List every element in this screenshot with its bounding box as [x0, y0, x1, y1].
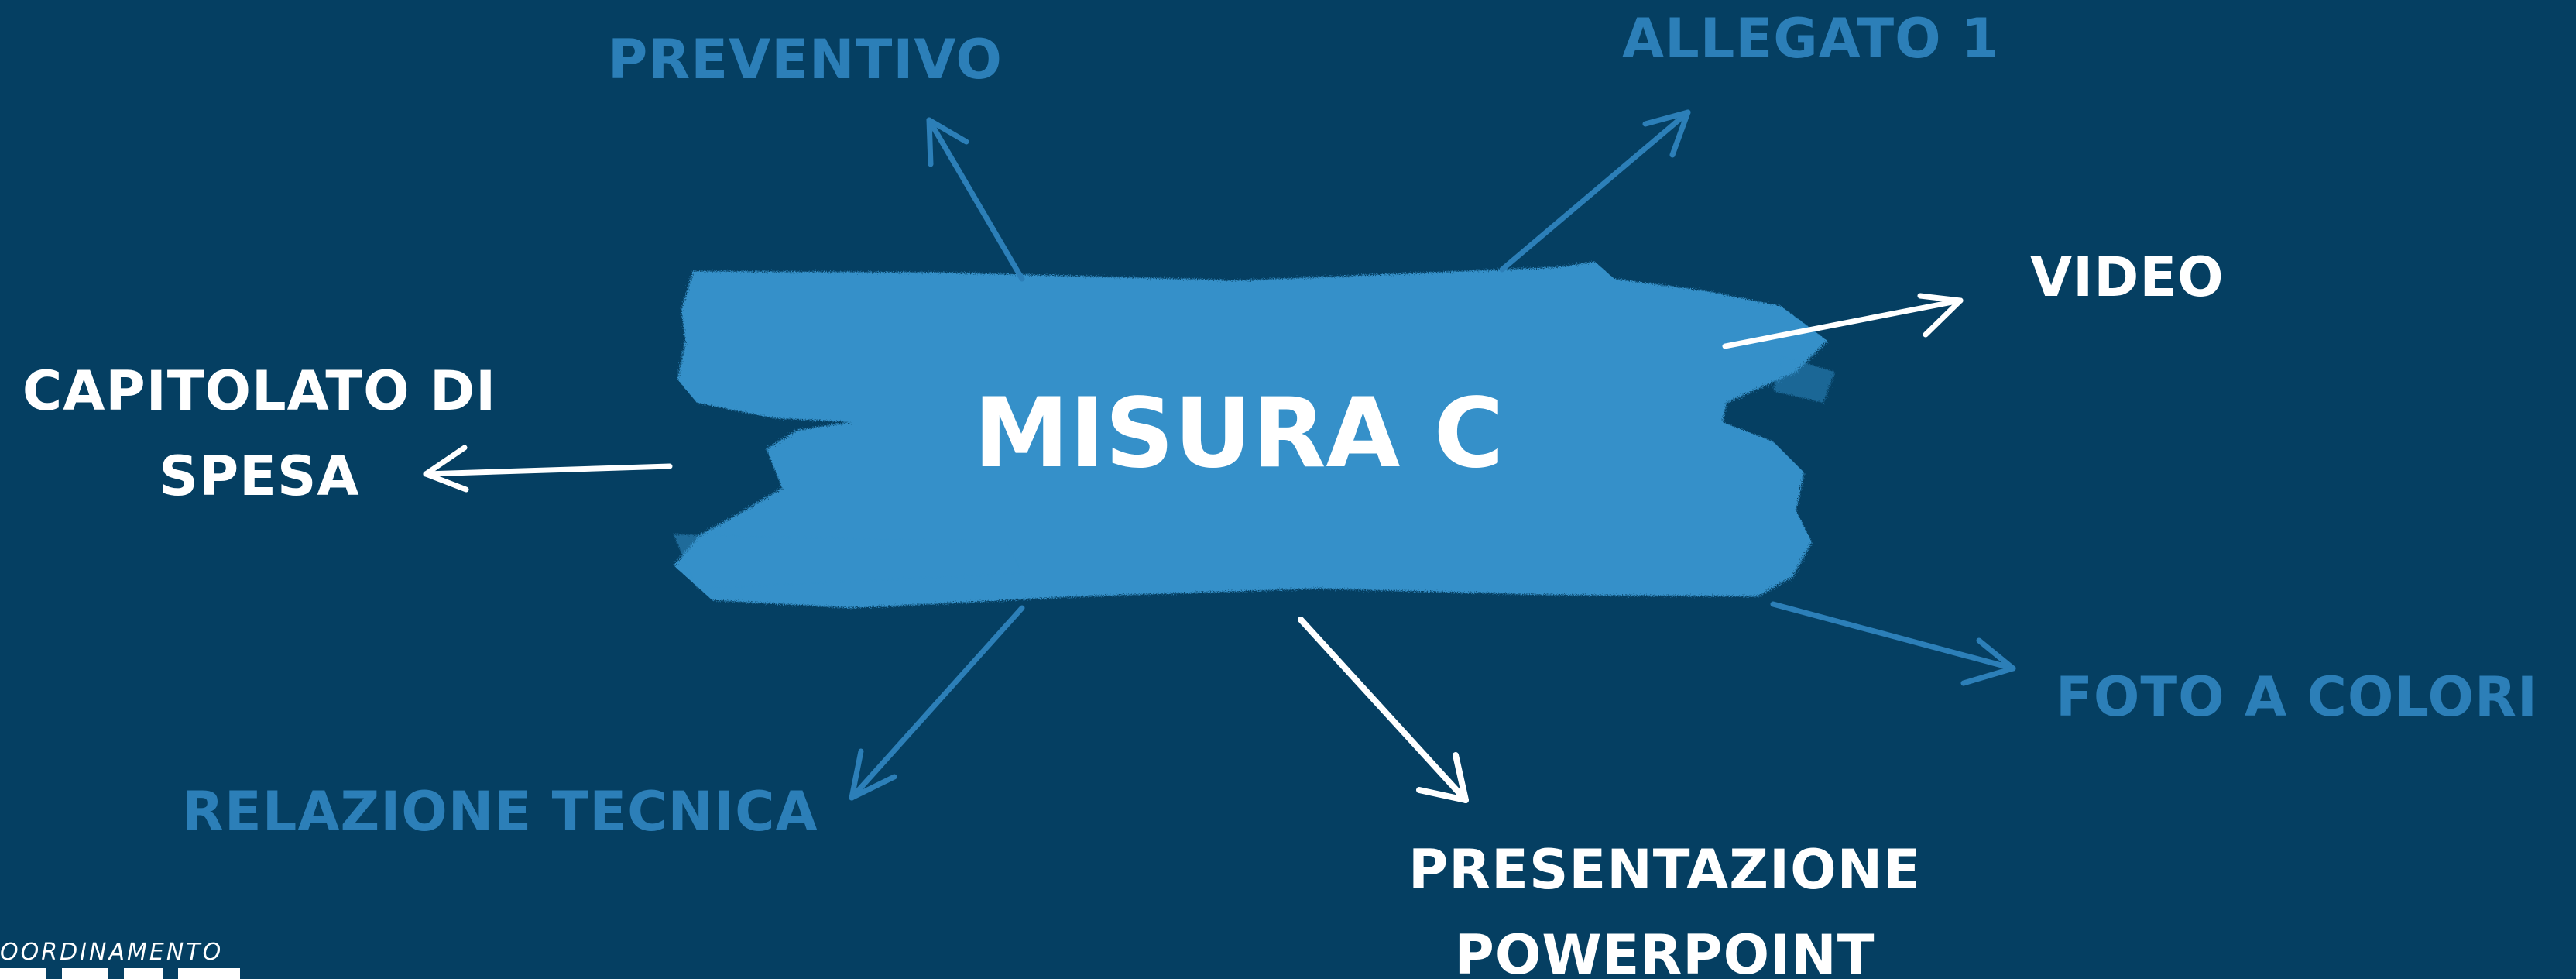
node-capitolato-line1: CAPITOLATO DI — [22, 359, 497, 423]
node-allegato: ALLEGATO 1 — [1622, 7, 2000, 70]
node-relazione: RELAZIONE TECNICA — [182, 780, 818, 843]
logo-mark — [0, 968, 240, 979]
center-label: MISURA C — [973, 378, 1504, 490]
node-video: VIDEO — [2030, 246, 2224, 309]
node-foto: FOTO A COLORI — [2056, 665, 2538, 729]
node-presentazione-line1: PRESENTAZIONE — [1408, 838, 1922, 902]
logo-text: OORDINAMENTO — [0, 939, 224, 966]
node-capitolato-line2: SPESA — [159, 445, 360, 508]
node-presentazione: PRESENTAZIONE POWERPOINT — [1378, 827, 1951, 979]
arrow-allegato — [1499, 109, 1691, 273]
arrow-video — [1722, 293, 1964, 349]
arrow-foto — [1770, 601, 2016, 686]
node-presentazione-line2: POWERPOINT — [1454, 923, 1875, 979]
arrow-preventivo — [926, 117, 1025, 282]
arrow-presentazione — [1298, 617, 1469, 803]
arrow-capitolato — [423, 445, 673, 493]
node-capitolato: CAPITOLATO DI SPESA — [8, 349, 511, 519]
logo: OORDINAMENTO — [0, 939, 256, 979]
brush-stroke — [674, 262, 1835, 608]
node-preventivo: PREVENTIVO — [608, 28, 1003, 91]
arrow-relazione — [849, 605, 1025, 801]
